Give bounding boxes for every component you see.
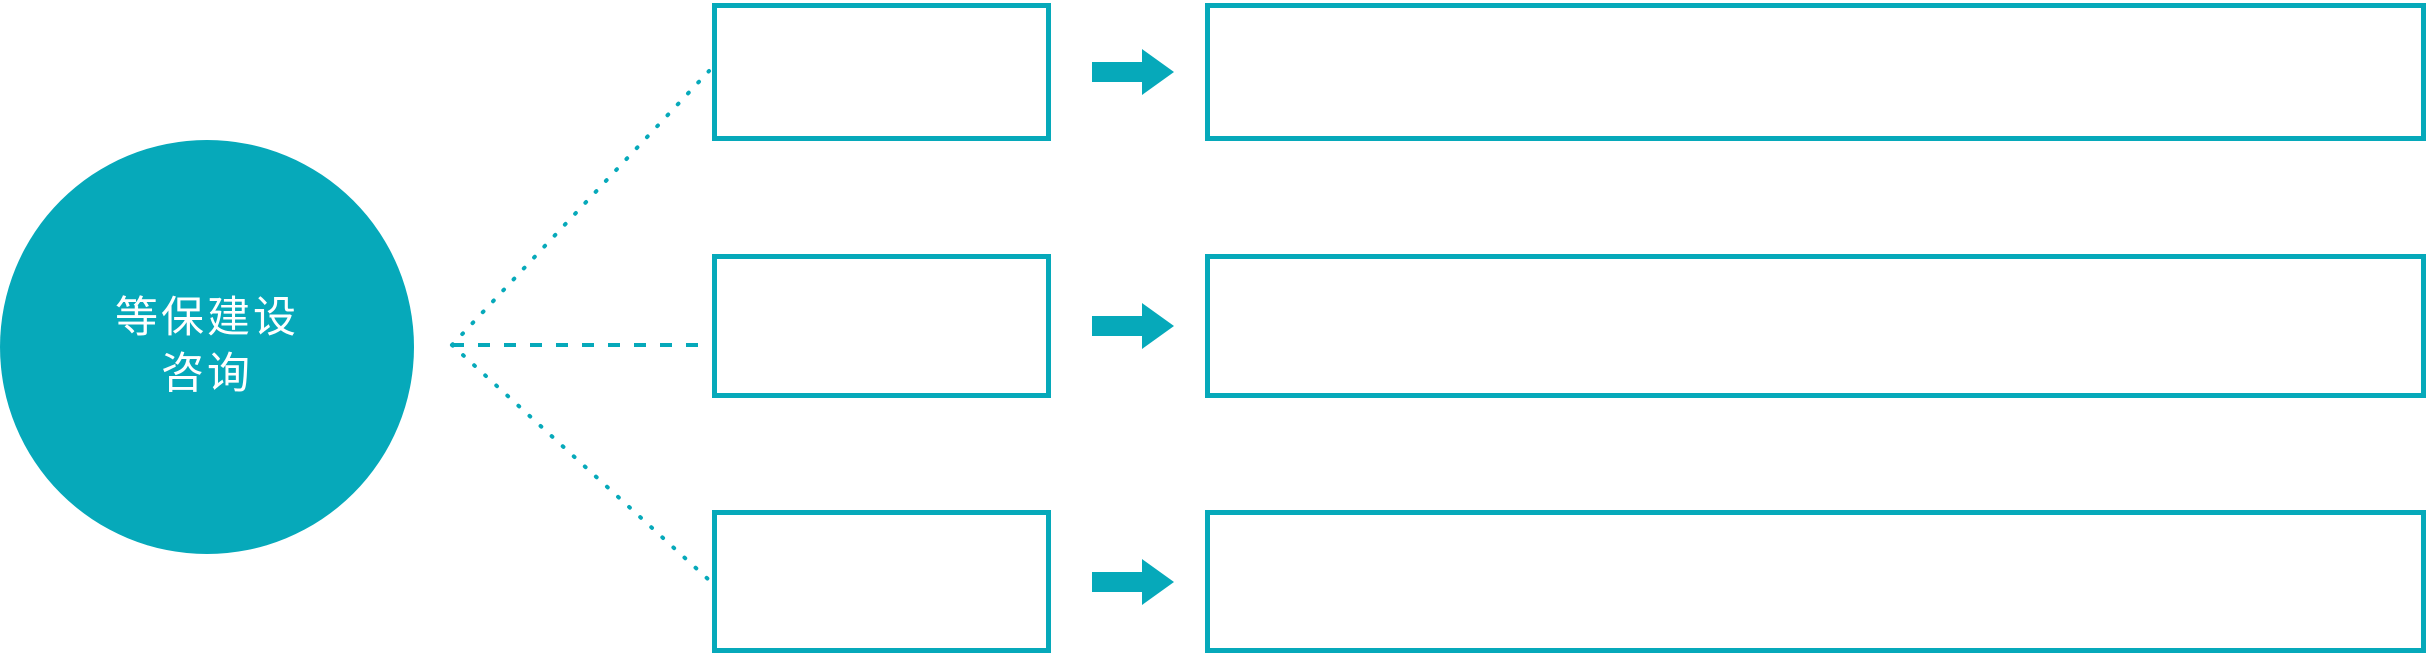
hub-label-line-1: 等保建设	[115, 294, 299, 343]
diagram-row-2	[0, 254, 2434, 398]
detail-box-row-1[interactable]	[1205, 3, 2426, 141]
right-arrow-icon	[1092, 49, 1174, 95]
diagram-row-3	[0, 510, 2434, 653]
arrow-row-3	[1091, 510, 1175, 653]
category-box-row-3[interactable]	[712, 510, 1051, 653]
diagram-row-1	[0, 3, 2434, 141]
arrow-row-2	[1091, 254, 1175, 398]
right-arrow-icon	[1092, 303, 1174, 349]
category-box-row-1[interactable]	[712, 3, 1051, 141]
arrow-row-1	[1091, 3, 1175, 141]
detail-box-row-3[interactable]	[1205, 510, 2426, 653]
detail-box-row-2[interactable]	[1205, 254, 2426, 398]
right-arrow-icon	[1092, 558, 1174, 605]
hub-circle[interactable]: 等保建设 咨询	[0, 140, 414, 554]
category-box-row-2[interactable]	[712, 254, 1051, 398]
hub-label-line-2: 咨询	[161, 350, 253, 398]
